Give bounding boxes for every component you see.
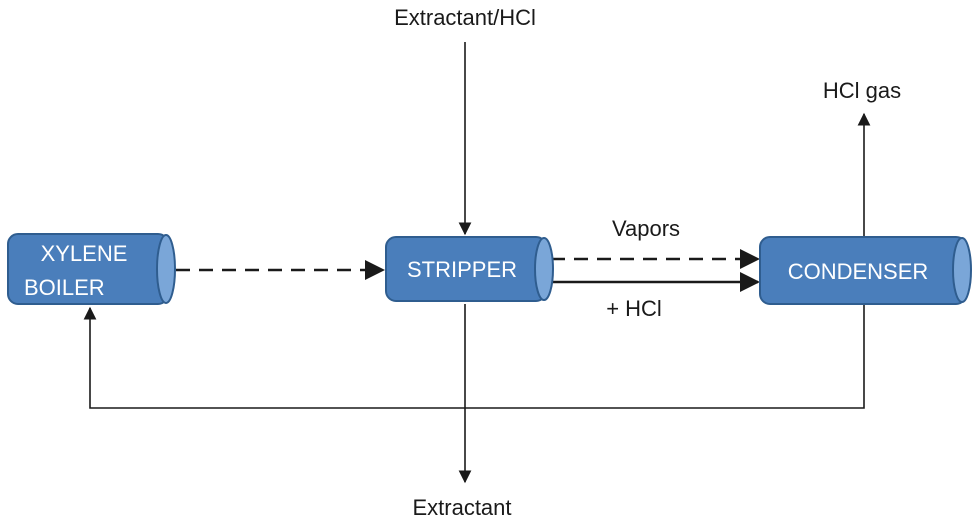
recycle-return-arrow xyxy=(83,304,865,409)
hcl-gas-label: HCl gas xyxy=(823,78,901,103)
condenser-label: CONDENSER xyxy=(788,259,929,284)
xylene-boiler-node: XYLENE BOILER xyxy=(7,233,176,305)
vapors-label: Vapors xyxy=(612,216,680,241)
feed-label: Extractant/HCl xyxy=(394,5,536,30)
plus-hcl-label: + HCl xyxy=(606,296,662,321)
xylene-boiler-label-line2: BOILER xyxy=(24,275,105,300)
stripper-node: STRIPPER xyxy=(385,236,554,302)
stripper-label: STRIPPER xyxy=(407,257,517,282)
xylene-boiler-label-line1: XYLENE xyxy=(41,241,128,266)
condenser-node: CONDENSER xyxy=(759,236,972,305)
extractant-out-label: Extractant xyxy=(412,495,511,520)
